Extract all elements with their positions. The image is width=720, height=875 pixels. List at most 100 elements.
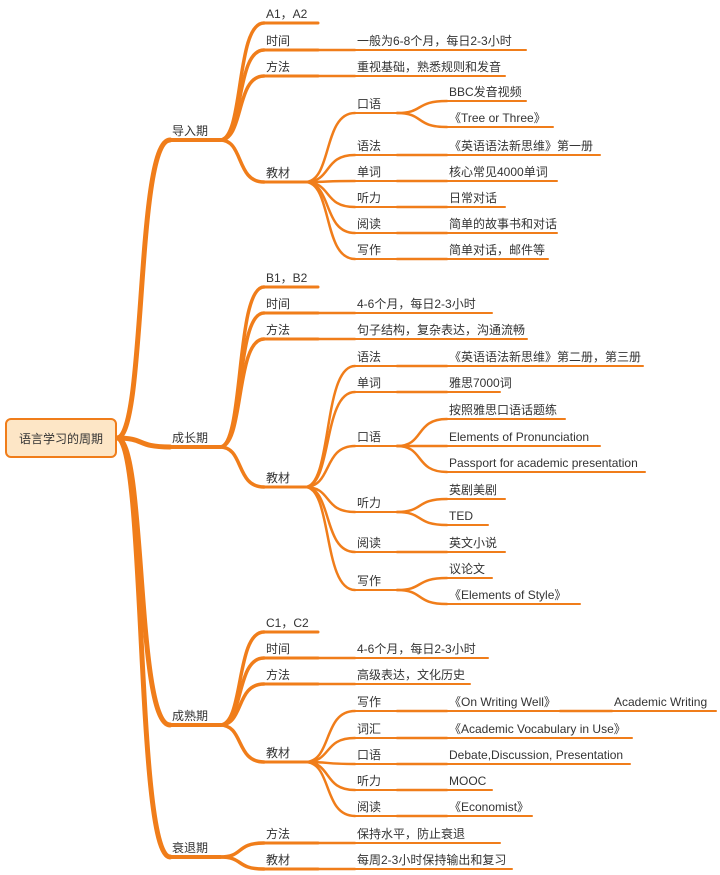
- connector-p2_listen_a: [395, 497, 449, 514]
- connector-p1_speak_a: [395, 99, 449, 115]
- node-p2-speak[interactable]: 口语: [357, 430, 382, 444]
- node-p1-level[interactable]: A1，A2: [266, 7, 308, 21]
- node-p3-method-v[interactable]: 高级表达，文化历史: [357, 668, 466, 682]
- node-p3-mat[interactable]: 教材: [266, 746, 291, 760]
- node-p2-method[interactable]: 方法: [266, 323, 291, 337]
- node-p3-speak-v[interactable]: Debate,Discussion, Presentation: [449, 748, 624, 762]
- node-p1-write[interactable]: 写作: [357, 243, 382, 257]
- connector-p2_speak_a: [395, 417, 449, 448]
- connector-p1_write: [303, 180, 357, 261]
- connector-p2_listen_b: [395, 510, 449, 527]
- connector-p2_mat: [218, 445, 266, 489]
- node-p2-speak-a[interactable]: 按照雅思口语话题练: [449, 403, 558, 417]
- node-p2-listen[interactable]: 听力: [357, 496, 382, 510]
- connector-p3_vocab: [303, 736, 357, 764]
- node-p1[interactable]: 导入期: [172, 124, 209, 138]
- node-p3-listen-v[interactable]: MOOC: [449, 774, 487, 788]
- node-p3-read-v[interactable]: 《Economist》: [449, 800, 530, 814]
- connector-p1_speak: [303, 111, 357, 184]
- node-p1-read-v[interactable]: 简单的故事书和对话: [449, 217, 558, 231]
- connector-p2_method: [218, 337, 266, 449]
- node-p1-word-v[interactable]: 核心常见4000单词: [449, 165, 548, 179]
- node-p1-method[interactable]: 方法: [266, 60, 291, 74]
- node-p3[interactable]: 成熟期: [172, 709, 209, 723]
- node-p2-speak-b[interactable]: Elements of Pronunciation: [449, 430, 590, 444]
- node-p1-listen[interactable]: 听力: [357, 191, 382, 205]
- connector-p3_mat: [218, 723, 266, 764]
- node-p2-word-v[interactable]: 雅思7000词: [449, 376, 512, 390]
- node-p1-gram[interactable]: 语法: [357, 139, 382, 153]
- node-p1-listen-v[interactable]: 日常对话: [449, 191, 498, 205]
- root-node-label: 语言学习的周期: [18, 431, 103, 446]
- node-p2-read-v[interactable]: 英文小说: [449, 536, 498, 550]
- node-p2-listen-b[interactable]: TED: [449, 509, 473, 523]
- node-p1-gram-v[interactable]: 《英语语法新思维》第一册: [449, 139, 594, 153]
- node-p1-speak[interactable]: 口语: [357, 97, 382, 111]
- connector-p3_listen: [303, 760, 357, 792]
- node-p3-method[interactable]: 方法: [266, 668, 291, 682]
- node-p4-method-v[interactable]: 保持水平，防止衰退: [357, 827, 466, 841]
- node-p3-speak[interactable]: 口语: [357, 748, 382, 762]
- node-p2-method-v[interactable]: 句子结构，复杂表达，沟通流畅: [357, 323, 526, 337]
- node-p2-listen-a[interactable]: 英剧美剧: [449, 483, 498, 497]
- node-p3-write-vv[interactable]: Academic Writing: [614, 695, 708, 709]
- connector-p2_word: [303, 390, 357, 489]
- node-p1-speak-a[interactable]: BBC发音视频: [449, 85, 522, 99]
- connector-p1_gram: [303, 153, 357, 184]
- node-p3-level[interactable]: C1，C2: [266, 616, 309, 630]
- node-p2-time-v[interactable]: 4-6个月，每日2-3小时: [357, 297, 476, 311]
- node-p3-time-v[interactable]: 4-6个月，每日2-3小时: [357, 642, 476, 656]
- connector-p3_method: [218, 682, 266, 727]
- connector-p3_write: [303, 709, 357, 764]
- node-p1-time-v[interactable]: 一般为6-8个月，每日2-3小时: [357, 34, 512, 48]
- node-p2-speak-c[interactable]: Passport for academic presentation: [449, 456, 638, 470]
- node-p2-gram[interactable]: 语法: [357, 350, 382, 364]
- node-p1-method-v[interactable]: 重视基础，熟悉规则和发音: [357, 60, 502, 74]
- node-p2-read[interactable]: 阅读: [357, 536, 382, 550]
- node-p2-write-a[interactable]: 议论文: [449, 562, 486, 576]
- node-p3-write[interactable]: 写作: [357, 695, 382, 709]
- node-p3-write-v[interactable]: 《On Writing Well》: [449, 695, 556, 709]
- node-p4-mat[interactable]: 教材: [266, 853, 291, 867]
- node-p2-mat[interactable]: 教材: [266, 471, 291, 485]
- connector-p2_write_a: [395, 576, 449, 592]
- node-p4-mat-v[interactable]: 每周2-3小时保持输出和复习: [357, 853, 507, 867]
- node-p3-listen[interactable]: 听力: [357, 774, 382, 788]
- connector-p3_read: [303, 760, 357, 818]
- node-p3-vocab-v[interactable]: 《Academic Vocabulary in Use》: [449, 722, 626, 736]
- node-p2-word[interactable]: 单词: [357, 376, 382, 390]
- node-p4[interactable]: 衰退期: [172, 841, 209, 855]
- node-p1-read[interactable]: 阅读: [357, 217, 382, 231]
- node-p3-vocab[interactable]: 词汇: [357, 722, 382, 736]
- connector-p2_write: [303, 485, 357, 592]
- connector-p2: [114, 435, 173, 450]
- node-p4-method[interactable]: 方法: [266, 827, 291, 841]
- connector-p3_level: [218, 630, 266, 727]
- node-p2-level[interactable]: B1，B2: [266, 271, 308, 285]
- connector-p2_write_b: [395, 588, 449, 606]
- node-p2-gram-v[interactable]: 《英语语法新思维》第二册，第三册: [449, 350, 642, 364]
- connector-p4: [114, 435, 173, 860]
- node-p1-time[interactable]: 时间: [266, 34, 291, 48]
- connector-p2_speak_c: [395, 444, 449, 474]
- connector-p1_speak_b: [395, 111, 449, 129]
- root-node[interactable]: 语言学习的周期: [5, 418, 117, 458]
- connector-p2_speak: [303, 444, 357, 489]
- node-p3-read[interactable]: 阅读: [357, 800, 382, 814]
- node-p1-mat[interactable]: 教材: [266, 166, 291, 180]
- connector-p1_mat: [218, 138, 266, 184]
- connector-p4_method: [218, 841, 266, 859]
- connector-p1_method: [218, 74, 266, 142]
- node-p2-write-b[interactable]: 《Elements of Style》: [449, 588, 567, 602]
- connector-p1: [114, 137, 173, 441]
- node-p2[interactable]: 成长期: [172, 431, 209, 445]
- connector-p4_mat: [218, 855, 266, 871]
- node-p1-speak-b[interactable]: 《Tree or Three》: [449, 111, 546, 125]
- node-p1-word[interactable]: 单词: [357, 165, 382, 179]
- node-p2-time[interactable]: 时间: [266, 297, 291, 311]
- node-p2-write[interactable]: 写作: [357, 574, 382, 588]
- node-p3-time[interactable]: 时间: [266, 642, 291, 656]
- node-p1-write-v[interactable]: 简单对话，邮件等: [449, 243, 546, 257]
